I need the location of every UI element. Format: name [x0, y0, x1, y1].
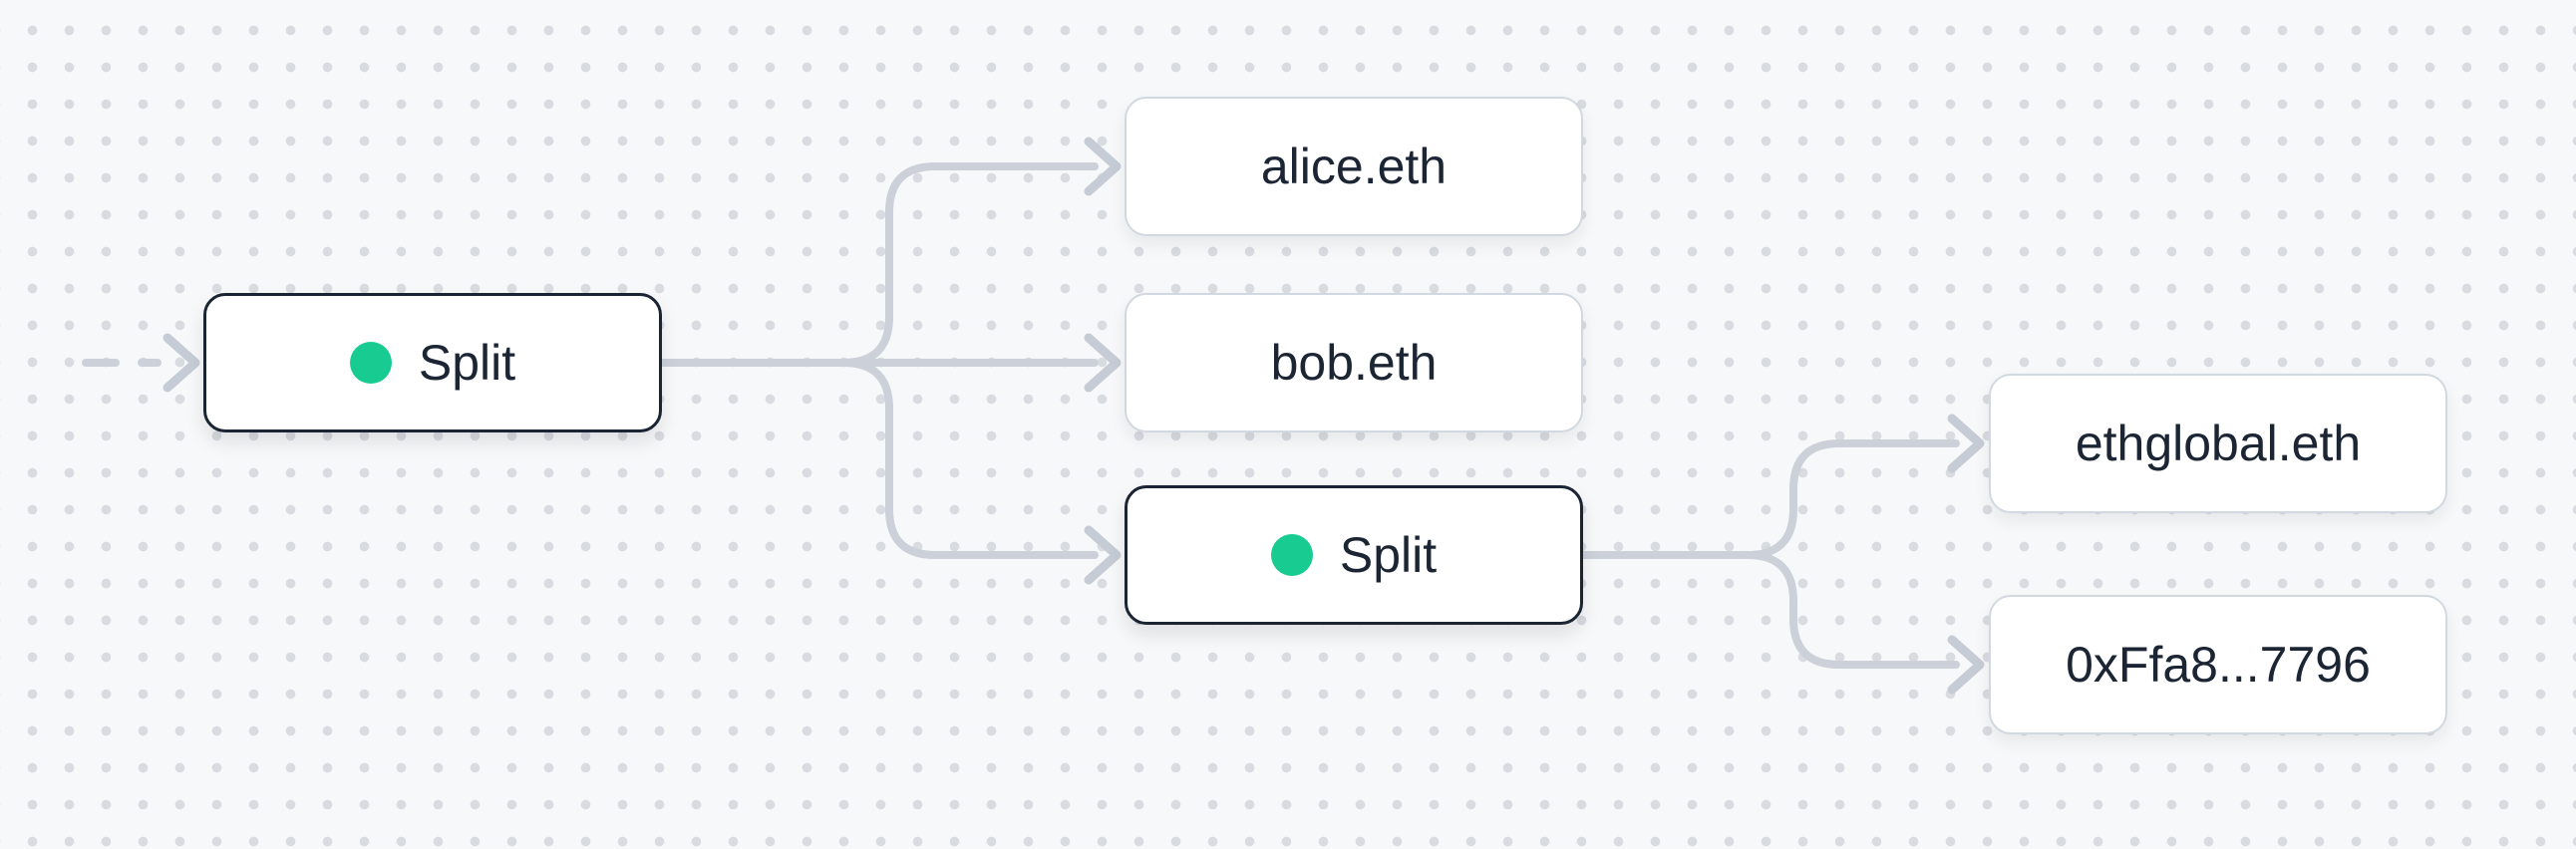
node-label: alice.eth: [1260, 139, 1448, 194]
node-split-2[interactable]: Split: [1125, 485, 1583, 625]
arrowhead-split1-icon: [162, 333, 200, 393]
edge-split2-to-wallet: [1579, 551, 1960, 669]
node-label: ethglobal.eth: [2075, 416, 2362, 471]
arrowhead-wallet-icon: [1947, 635, 1985, 695]
arrowhead-bob-icon: [1084, 333, 1122, 393]
edge-split1-to-split2: [658, 359, 1099, 559]
node-label: Split: [418, 335, 516, 391]
node-recipient-bob[interactable]: bob.eth: [1125, 293, 1583, 432]
node-split-1[interactable]: Split: [203, 293, 662, 432]
split-status-dot-icon: [1270, 534, 1313, 576]
node-recipient-wallet-address[interactable]: 0xFfa8...7796: [1989, 595, 2447, 734]
arrowhead-split2-icon: [1084, 525, 1122, 585]
node-label: Split: [1339, 527, 1438, 583]
edge-split2-to-ethglobal: [1579, 439, 1960, 559]
node-recipient-alice[interactable]: alice.eth: [1125, 97, 1583, 236]
node-label: 0xFfa8...7796: [2066, 637, 2371, 693]
node-label: bob.eth: [1270, 335, 1438, 391]
split-status-dot-icon: [349, 342, 392, 384]
arrowhead-ethglobal-icon: [1947, 414, 1985, 473]
node-recipient-ethglobal[interactable]: ethglobal.eth: [1989, 374, 2447, 513]
edge-split1-to-alice: [658, 162, 1099, 367]
arrowhead-alice-icon: [1084, 137, 1122, 196]
